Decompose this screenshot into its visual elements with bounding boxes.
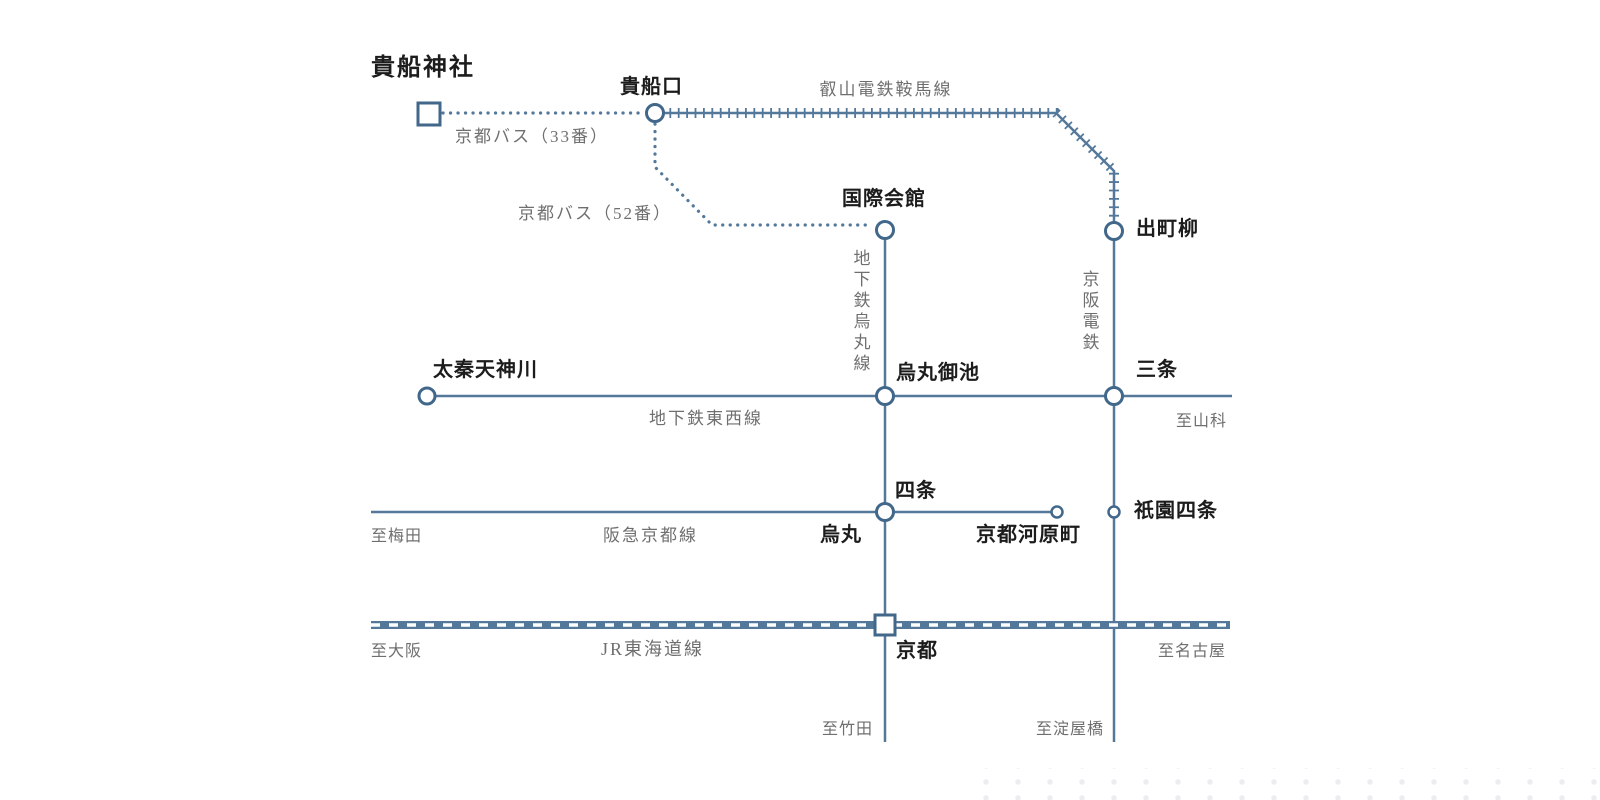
line-label-bus33: 京都バス（33番）: [455, 127, 609, 146]
direction-label-yodoyabashi: 至淀屋橋: [1036, 721, 1105, 738]
station-label-karasuma-oike: 烏丸御池: [896, 362, 980, 384]
direction-label-takeda: 至竹田: [822, 721, 874, 738]
station-label-sanjo: 三条: [1136, 359, 1178, 381]
station-label-gion-shijo: 祇園四条: [1134, 500, 1218, 522]
direction-label-umeda: 至梅田: [371, 528, 423, 545]
kyoto-kawaramachi-station-marker: [1050, 505, 1064, 519]
gion-shijo-station-marker: [1107, 505, 1121, 519]
kibune-jinja-marker: [416, 101, 442, 127]
station-label-karasuma: 烏丸: [820, 524, 862, 546]
kokusaikaikan-station-marker: [875, 220, 895, 240]
kibuneguchi-station-marker: [645, 103, 665, 123]
line-label-tozai-subway: 地下鉄東西線: [649, 409, 763, 428]
bus52-route: [653, 122, 868, 227]
destination-label: 貴船神社: [371, 55, 475, 81]
sanjo-station-marker: [1104, 386, 1124, 406]
line-label-keihan: 京阪電鉄: [1079, 270, 1099, 354]
station-label-shijo: 四条: [895, 480, 937, 502]
uzumasa-tenjingawa-station-marker: [417, 386, 437, 406]
station-label-kyoto-kawaramachi: 京都河原町: [976, 524, 1081, 546]
station-label-demachiyanagi: 出町柳: [1136, 218, 1199, 240]
station-label-kokusaikaikan: 国際会館: [842, 188, 926, 210]
line-label-eizan-kurama: 叡山電鉄鞍馬線: [819, 80, 953, 99]
station-label-kibuneguchi: 貴船口: [620, 76, 683, 98]
eizan-kurama-line: [655, 108, 1119, 231]
karasuma-oike-station-marker: [875, 386, 895, 406]
line-label-karasuma-subway: 地下鉄烏丸線: [850, 249, 870, 375]
kyoto-station-marker: [873, 613, 897, 637]
direction-label-nagoya: 至名古屋: [1158, 643, 1227, 660]
line-label-jr-tokaido: JR東海道線: [601, 639, 705, 659]
station-label-kyoto: 京都: [896, 640, 938, 662]
decorative-dot-grid: [962, 768, 1600, 800]
line-label-bus52: 京都バス（52番）: [518, 204, 672, 223]
direction-label-yamashina: 至山科: [1176, 413, 1228, 430]
line-label-hankyu-kyoto: 阪急京都線: [603, 526, 698, 545]
shijo-karasuma-station-marker: [875, 502, 895, 522]
direction-label-osaka: 至大阪: [371, 643, 423, 660]
demachiyanagi-station-marker: [1104, 221, 1124, 241]
station-label-uzumasa-tenjingawa: 太秦天神川: [433, 359, 538, 381]
